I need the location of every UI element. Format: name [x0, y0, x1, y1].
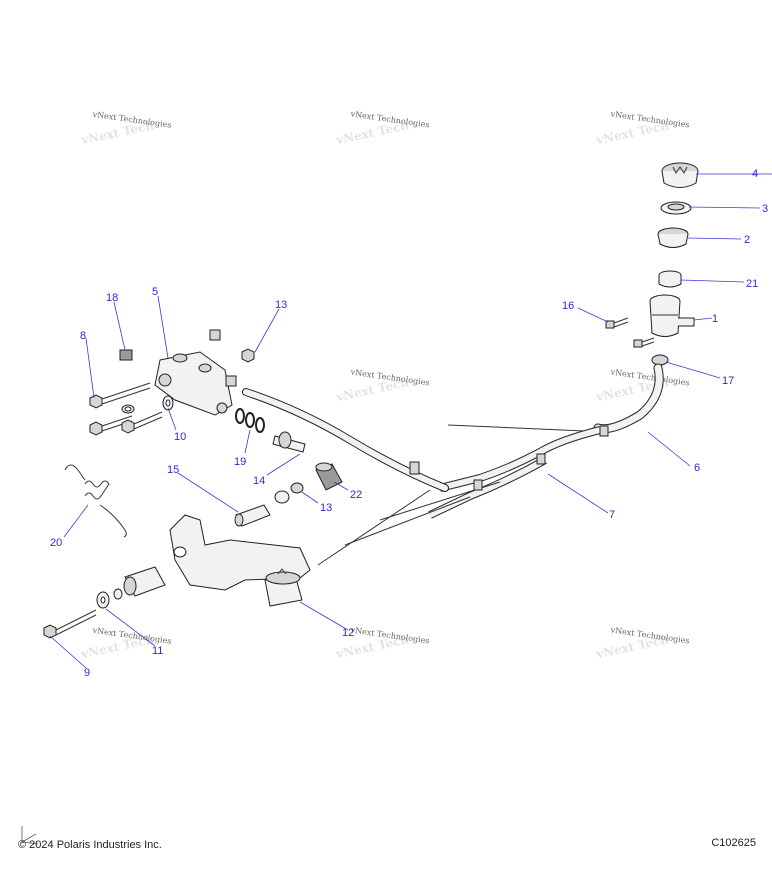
- callout-22: 22: [350, 489, 362, 501]
- callout-17: 17: [722, 375, 734, 387]
- callout-13-lower: 13: [320, 502, 332, 514]
- nut-13-upper: [241, 348, 255, 363]
- callout-8: 8: [80, 330, 86, 342]
- fitting-18: [119, 349, 133, 361]
- reservoir-cap: [661, 162, 699, 188]
- callout-19: 19: [234, 456, 246, 468]
- callout-4: 4: [752, 168, 758, 180]
- callout-9: 9: [84, 667, 90, 679]
- reservoir-seal: [657, 227, 689, 248]
- callout-12: 12: [342, 627, 354, 639]
- return-spring-20: [64, 464, 127, 538]
- callout-18: 18: [106, 292, 118, 304]
- callouts: 1 2 3 4 5 6 7 8 9 10 11 12 13 13 14 15 1…: [50, 168, 768, 679]
- callout-16: 16: [562, 300, 574, 312]
- hose-clamp-17: [651, 354, 669, 366]
- callout-2: 2: [744, 234, 750, 246]
- brake-pedal-12: [169, 514, 311, 607]
- bolt-9: [43, 609, 97, 639]
- brake-cable-14: [242, 388, 449, 492]
- callout-11: 11: [152, 645, 163, 657]
- callout-1: 1: [712, 313, 718, 325]
- bolt-8: [89, 382, 151, 409]
- diagram-code: C102625: [711, 837, 756, 849]
- callout-3: 3: [762, 203, 768, 215]
- reservoir-float: [658, 270, 682, 288]
- callout-20: 20: [50, 537, 62, 549]
- bolt-reservoir: [633, 337, 655, 348]
- callout-21: 21: [746, 278, 758, 290]
- brake-line-assembly-7: [317, 424, 609, 566]
- axis-triad-icon: [21, 826, 39, 845]
- bolt-16: [605, 317, 629, 329]
- bolt-mid: [121, 411, 163, 434]
- master-cylinder-5: [154, 329, 237, 416]
- pivot-pin-15: [234, 504, 271, 527]
- callout-6: 6: [694, 462, 700, 474]
- copyright-notice: © 2024 Polaris Industries Inc.: [18, 839, 162, 851]
- callout-15: 15: [167, 464, 179, 476]
- callout-5: 5: [152, 286, 158, 298]
- reservoir-diaphragm: [660, 201, 692, 215]
- pedal-sleeve: [123, 566, 166, 597]
- bushing-22: [315, 462, 343, 491]
- callout-10: 10: [174, 431, 186, 443]
- callout-7: 7: [609, 509, 615, 521]
- reservoir-body: [649, 294, 695, 337]
- nut-13-lower: [274, 482, 304, 504]
- callout-14: 14: [253, 475, 265, 487]
- washer-11: [96, 588, 123, 609]
- leader-lines: [49, 173, 772, 669]
- callout-13-upper: 13: [275, 299, 287, 311]
- seals-19: [235, 408, 265, 433]
- pushrod: [272, 431, 306, 453]
- washers: [121, 395, 174, 414]
